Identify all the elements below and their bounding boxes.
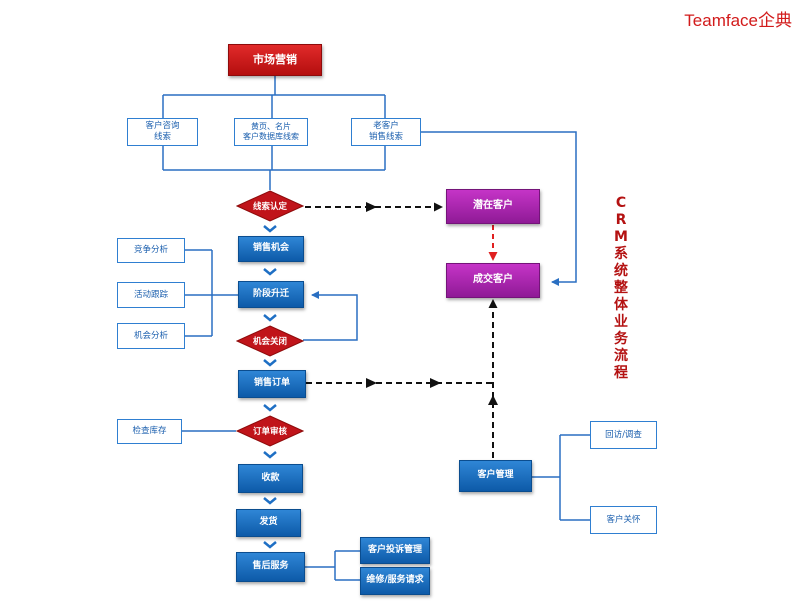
chevron-down-icon — [263, 359, 277, 367]
node-deal-customer: 成交客户 — [446, 263, 540, 298]
chevron-down-icon — [263, 314, 277, 322]
node-customer-mgmt: 客户管理 — [459, 460, 532, 492]
node-opportunity-close-label: 机会关闭 — [252, 337, 287, 347]
chevron-down-icon — [263, 225, 277, 233]
chevron-down-icon — [263, 268, 277, 276]
connector-old-to-deal — [420, 131, 577, 286]
node-after-sales: 售后服务 — [236, 552, 305, 582]
node-order-review: 订单审核 — [236, 415, 304, 447]
chevron-down-icon — [263, 404, 277, 412]
chevron-down-icon — [263, 451, 277, 459]
connector-stage-loop — [303, 291, 358, 341]
node-consult-leads: 客户咨询 线索 — [127, 118, 198, 146]
chevron-down-icon — [263, 497, 277, 505]
node-order-review-label: 订单审核 — [252, 427, 287, 437]
diagram-title: CRM系统整体业务流程 — [614, 195, 628, 381]
node-check-inventory: 检查库存 — [117, 419, 182, 444]
node-market: 市场营销 — [228, 44, 322, 76]
node-opportunity-analysis: 机会分析 — [117, 323, 185, 349]
node-payment: 收款 — [238, 464, 303, 493]
node-shipping: 发货 — [236, 509, 301, 537]
node-repair-request: 维修/服务请求 — [360, 567, 430, 595]
chevron-down-icon — [263, 541, 277, 549]
node-complaint-mgmt: 客户投诉管理 — [360, 537, 430, 564]
node-activity-tracking: 活动跟踪 — [117, 282, 185, 308]
node-lead-confirm: 线索认定 — [236, 190, 304, 222]
node-old-customer-leads: 老客户 销售线索 — [351, 118, 421, 146]
node-potential-customer: 潜在客户 — [446, 189, 540, 224]
node-sales-opportunity: 销售机会 — [238, 236, 304, 262]
node-yellowpage-leads: 黄页、名片 客户数据库线索 — [234, 118, 308, 146]
brand-logo-text: Teamface企典 — [684, 11, 792, 30]
node-sales-order: 销售订单 — [238, 370, 306, 398]
node-revisit-survey: 回访/调查 — [590, 421, 657, 449]
node-opportunity-close: 机会关闭 — [236, 325, 304, 357]
node-competition-analysis: 竞争分析 — [117, 238, 185, 263]
node-customer-care: 客户关怀 — [590, 506, 657, 534]
node-stage-upgrade: 阶段升迁 — [238, 281, 304, 308]
node-lead-confirm-label: 线索认定 — [252, 202, 287, 212]
